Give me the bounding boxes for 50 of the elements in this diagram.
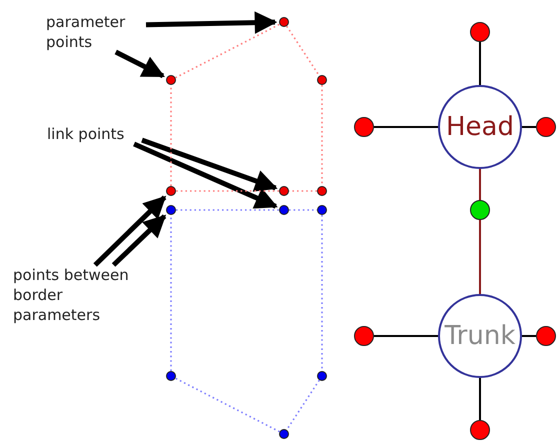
connector-line xyxy=(479,378,481,420)
point-marker xyxy=(354,117,374,137)
dotted-line xyxy=(175,378,280,432)
point-marker xyxy=(279,186,289,196)
arrow xyxy=(114,50,165,78)
point-marker xyxy=(166,186,176,196)
point-marker xyxy=(279,17,289,27)
arrow xyxy=(112,214,166,267)
connector-line xyxy=(479,169,481,200)
point-marker xyxy=(279,205,289,215)
dotted-line xyxy=(170,85,172,186)
connector-line xyxy=(522,335,536,337)
point-marker xyxy=(166,205,176,215)
connector-line xyxy=(479,220,481,294)
connector-line xyxy=(374,126,438,128)
arrow xyxy=(146,11,278,34)
callout-text: points between border parameters xyxy=(13,265,153,325)
point-marker xyxy=(470,200,490,220)
dotted-line xyxy=(175,24,280,78)
arrow xyxy=(133,142,278,209)
dotted-line xyxy=(176,209,279,211)
point-marker xyxy=(470,420,490,440)
dotted-line xyxy=(289,190,317,192)
point-marker xyxy=(536,117,556,137)
callout-text: parameter points xyxy=(46,12,146,52)
arrow xyxy=(141,138,278,192)
point-marker xyxy=(166,371,176,381)
point-marker xyxy=(536,326,556,346)
circle-node: Head xyxy=(438,85,522,169)
dotted-line xyxy=(321,85,323,186)
dotted-line xyxy=(289,209,317,211)
arrow xyxy=(93,196,166,267)
connector-line xyxy=(479,42,481,85)
point-marker xyxy=(317,205,327,215)
point-marker xyxy=(470,22,490,42)
circle-node: Trunk xyxy=(438,294,522,378)
point-marker xyxy=(317,75,327,85)
dotted-line xyxy=(176,190,279,192)
point-marker xyxy=(354,326,374,346)
dotted-line xyxy=(321,215,323,371)
dotted-line xyxy=(170,215,172,371)
point-marker xyxy=(166,75,176,85)
point-marker xyxy=(317,371,327,381)
callout-text: link points xyxy=(47,124,142,144)
point-marker xyxy=(279,429,289,439)
point-marker xyxy=(317,186,327,196)
connector-line xyxy=(522,126,536,128)
dotted-line xyxy=(286,26,320,76)
dotted-line xyxy=(286,380,320,430)
connector-line xyxy=(374,335,438,337)
